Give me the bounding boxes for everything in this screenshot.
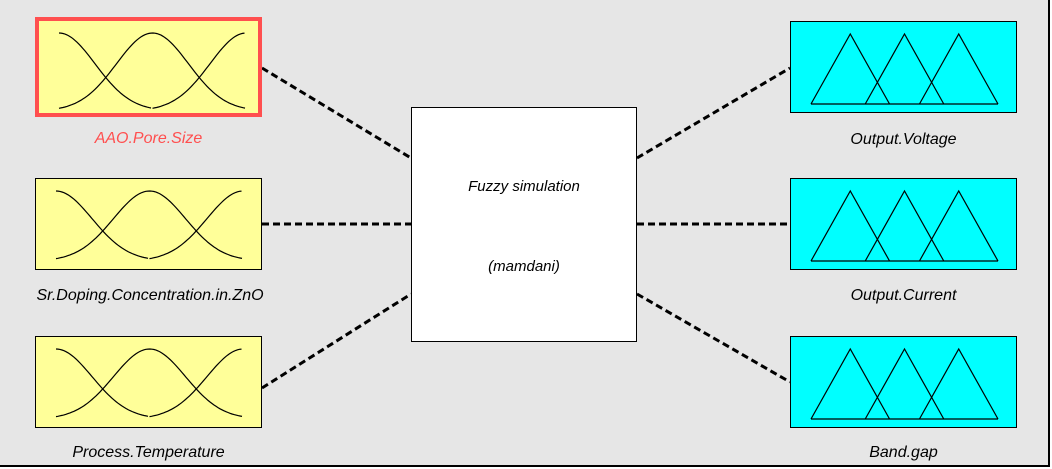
- triangular-mf-curve: [810, 189, 891, 262]
- connector-output-1: [636, 66, 791, 160]
- fis-name: Fuzzy simulation: [468, 178, 580, 195]
- fis-type: (mamdani): [488, 258, 560, 275]
- gaussian-mf-curve: [149, 348, 242, 418]
- input-label-aao-pore-size: AAO.Pore.Size: [94, 130, 203, 147]
- gaussian-mf-curve: [149, 190, 242, 260]
- connector-output-3: [636, 292, 791, 384]
- triangular-mf-curve: [810, 32, 891, 105]
- gaussian-mf-curve: [58, 32, 246, 109]
- triangular-mf-curve: [864, 189, 945, 262]
- output-label-output-voltage: Output.Voltage: [850, 131, 957, 148]
- gaussian-mf-curve: [55, 190, 243, 260]
- gaussian-mf-icon: [55, 348, 243, 418]
- input-label-sr-doping: Sr.Doping.Concentration.in.ZnO: [36, 287, 264, 304]
- gaussian-mf-icon: [58, 32, 246, 109]
- gaussian-mf-icon: [55, 190, 243, 260]
- triangular-mf-icon: [810, 189, 999, 262]
- output-variable-output-current[interactable]: [790, 178, 1017, 270]
- triangular-mf-icon: [810, 32, 999, 105]
- connector-input-1: [261, 66, 412, 160]
- triangular-mf-curve: [918, 32, 999, 105]
- input-label-process-temperature: Process.Temperature: [72, 444, 225, 461]
- fis-system-box[interactable]: Fuzzy simulation (mamdani): [411, 107, 637, 342]
- output-label-band-gap: Band.gap: [869, 444, 938, 461]
- triangular-mf-curve: [864, 32, 945, 105]
- gaussian-mf-curve: [55, 190, 149, 259]
- triangular-mf-curve: [864, 347, 945, 420]
- gaussian-mf-curve: [55, 348, 243, 418]
- gaussian-mf-curve: [55, 348, 149, 417]
- output-variable-band-gap[interactable]: [790, 336, 1017, 428]
- input-variable-process-temperature[interactable]: [35, 336, 262, 428]
- triangular-mf-icon: [810, 347, 999, 420]
- input-variable-aao-pore-size[interactable]: [35, 17, 262, 117]
- gaussian-mf-curve: [58, 32, 152, 109]
- triangular-mf-curve: [918, 189, 999, 262]
- triangular-mf-curve: [918, 347, 999, 420]
- input-variable-sr-doping[interactable]: [35, 178, 262, 270]
- gaussian-mf-curve: [152, 32, 245, 109]
- triangular-mf-curve: [810, 347, 891, 420]
- output-variable-output-voltage[interactable]: [790, 21, 1017, 113]
- connector-input-3: [261, 292, 412, 390]
- output-label-output-current: Output.Current: [850, 287, 957, 304]
